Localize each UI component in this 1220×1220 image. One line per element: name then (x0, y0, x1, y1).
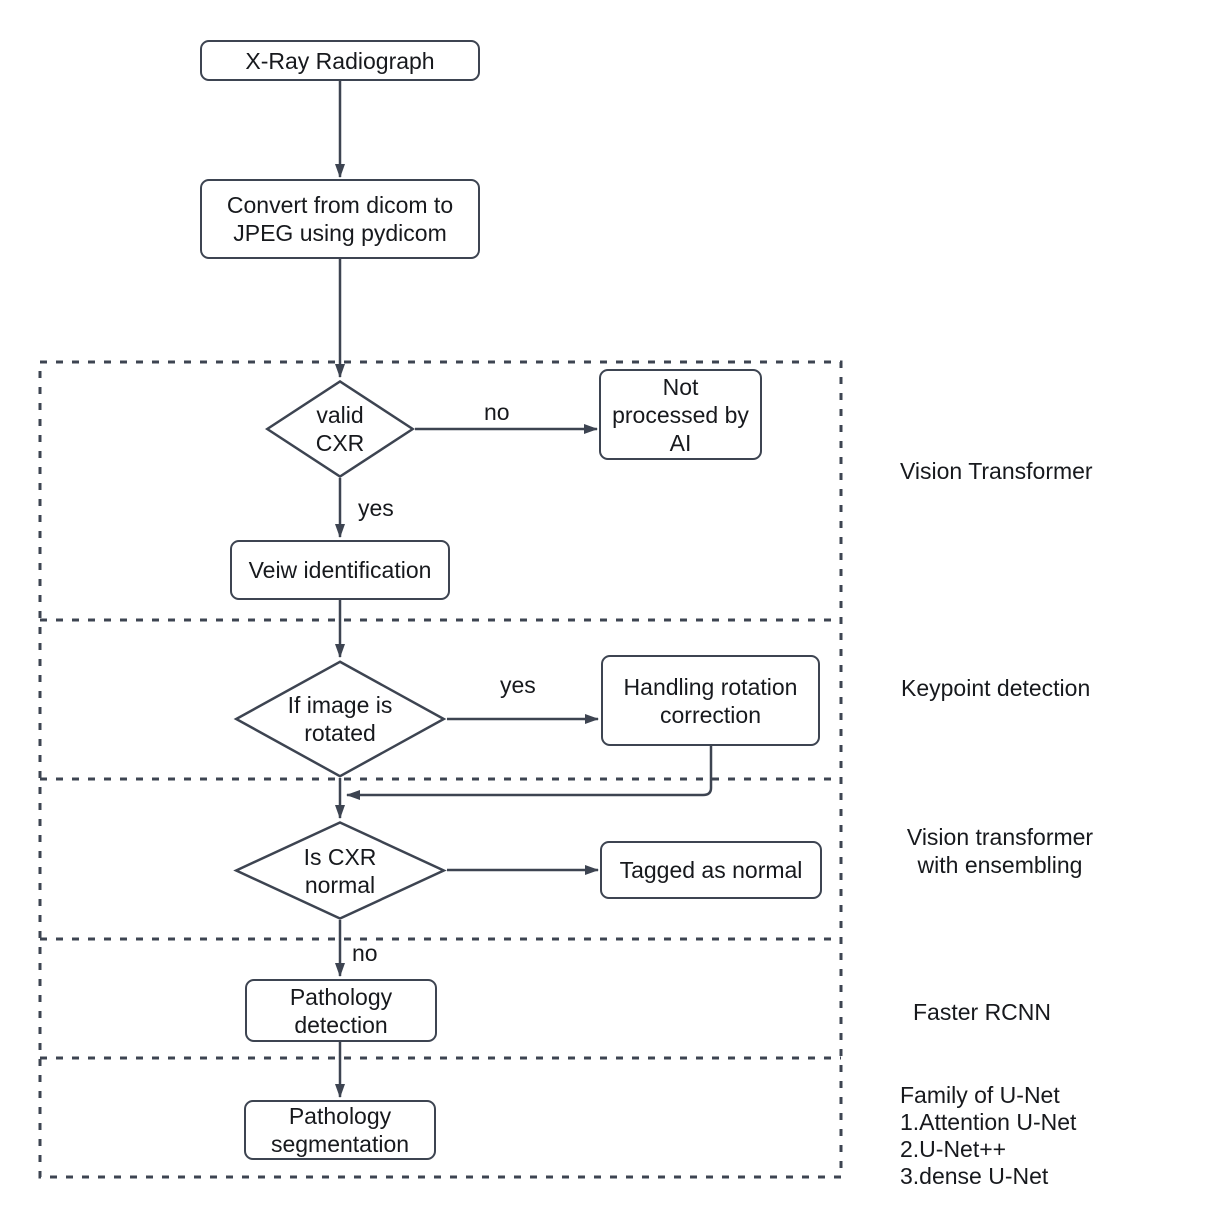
edge-label-normal-no: no (352, 940, 378, 966)
unet-family-line-2: 1.Attention U-Net (900, 1109, 1077, 1135)
section-label-unet-family: Family of U-Net 1.Attention U-Net 2.U-Ne… (900, 1082, 1076, 1190)
node-handling-rotation: Handling rotation correction (601, 655, 820, 746)
node-xray-radiograph: X-Ray Radiograph (200, 40, 480, 81)
edge-label-valid-yes: yes (358, 495, 394, 521)
node-convert-dicom: Convert from dicom to JPEG using pydicom (200, 179, 480, 259)
section-label-vit-ensembling: Vision transformer with ensembling (906, 824, 1094, 878)
node-image-rotated-decision: If image is rotated (233, 660, 447, 778)
edge-label-valid-no: no (484, 399, 510, 425)
node-valid-cxr-label: valid CXR (315, 402, 365, 456)
node-valid-cxr-decision: valid CXR (265, 380, 415, 478)
unet-family-line-3: 2.U-Net++ (900, 1136, 1007, 1162)
edge-label-rotated-yes: yes (500, 672, 536, 698)
dashed-section-frame (38, 360, 843, 1179)
unet-family-line-1: Family of U-Net (900, 1082, 1060, 1108)
unet-family-line-4: 3.dense U-Net (900, 1163, 1049, 1189)
node-tagged-normal-label: Tagged as normal (619, 857, 803, 883)
node-not-processed-label: Not processed by AI (612, 373, 749, 456)
section-label-keypoint-detection: Keypoint detection (901, 675, 1091, 701)
node-view-identification-label: Veiw identification (248, 557, 432, 583)
node-handling-rotation-label: Handling rotation correction (623, 673, 798, 728)
node-is-cxr-normal-decision: Is CXR normal (233, 821, 447, 920)
edge-handling-feedback (346, 746, 713, 800)
diamond-shape (265, 380, 415, 478)
node-not-processed: Not processed by AI (599, 369, 762, 460)
node-pathology-segmentation: Pathology segmentation (244, 1100, 436, 1160)
node-pathology-detection: Pathology detection (245, 979, 437, 1042)
section-label-vision-transformer: Vision Transformer (900, 458, 1093, 484)
node-tagged-normal: Tagged as normal (600, 841, 822, 899)
node-xray-radiograph-label: X-Ray Radiograph (245, 47, 435, 74)
node-pathology-segmentation-label: Pathology segmentation (270, 1103, 410, 1157)
node-convert-dicom-label: Convert from dicom to JPEG using pydicom (226, 192, 454, 246)
node-view-identification: Veiw identification (230, 540, 450, 600)
node-is-cxr-normal-label: Is CXR normal (303, 843, 377, 898)
diamond-shape (233, 660, 447, 778)
section-label-faster-rcnn: Faster RCNN (913, 999, 1052, 1025)
node-image-rotated-label: If image is rotated (287, 692, 393, 746)
node-pathology-detection-label: Pathology detection (289, 983, 393, 1038)
diamond-shape (233, 821, 447, 920)
